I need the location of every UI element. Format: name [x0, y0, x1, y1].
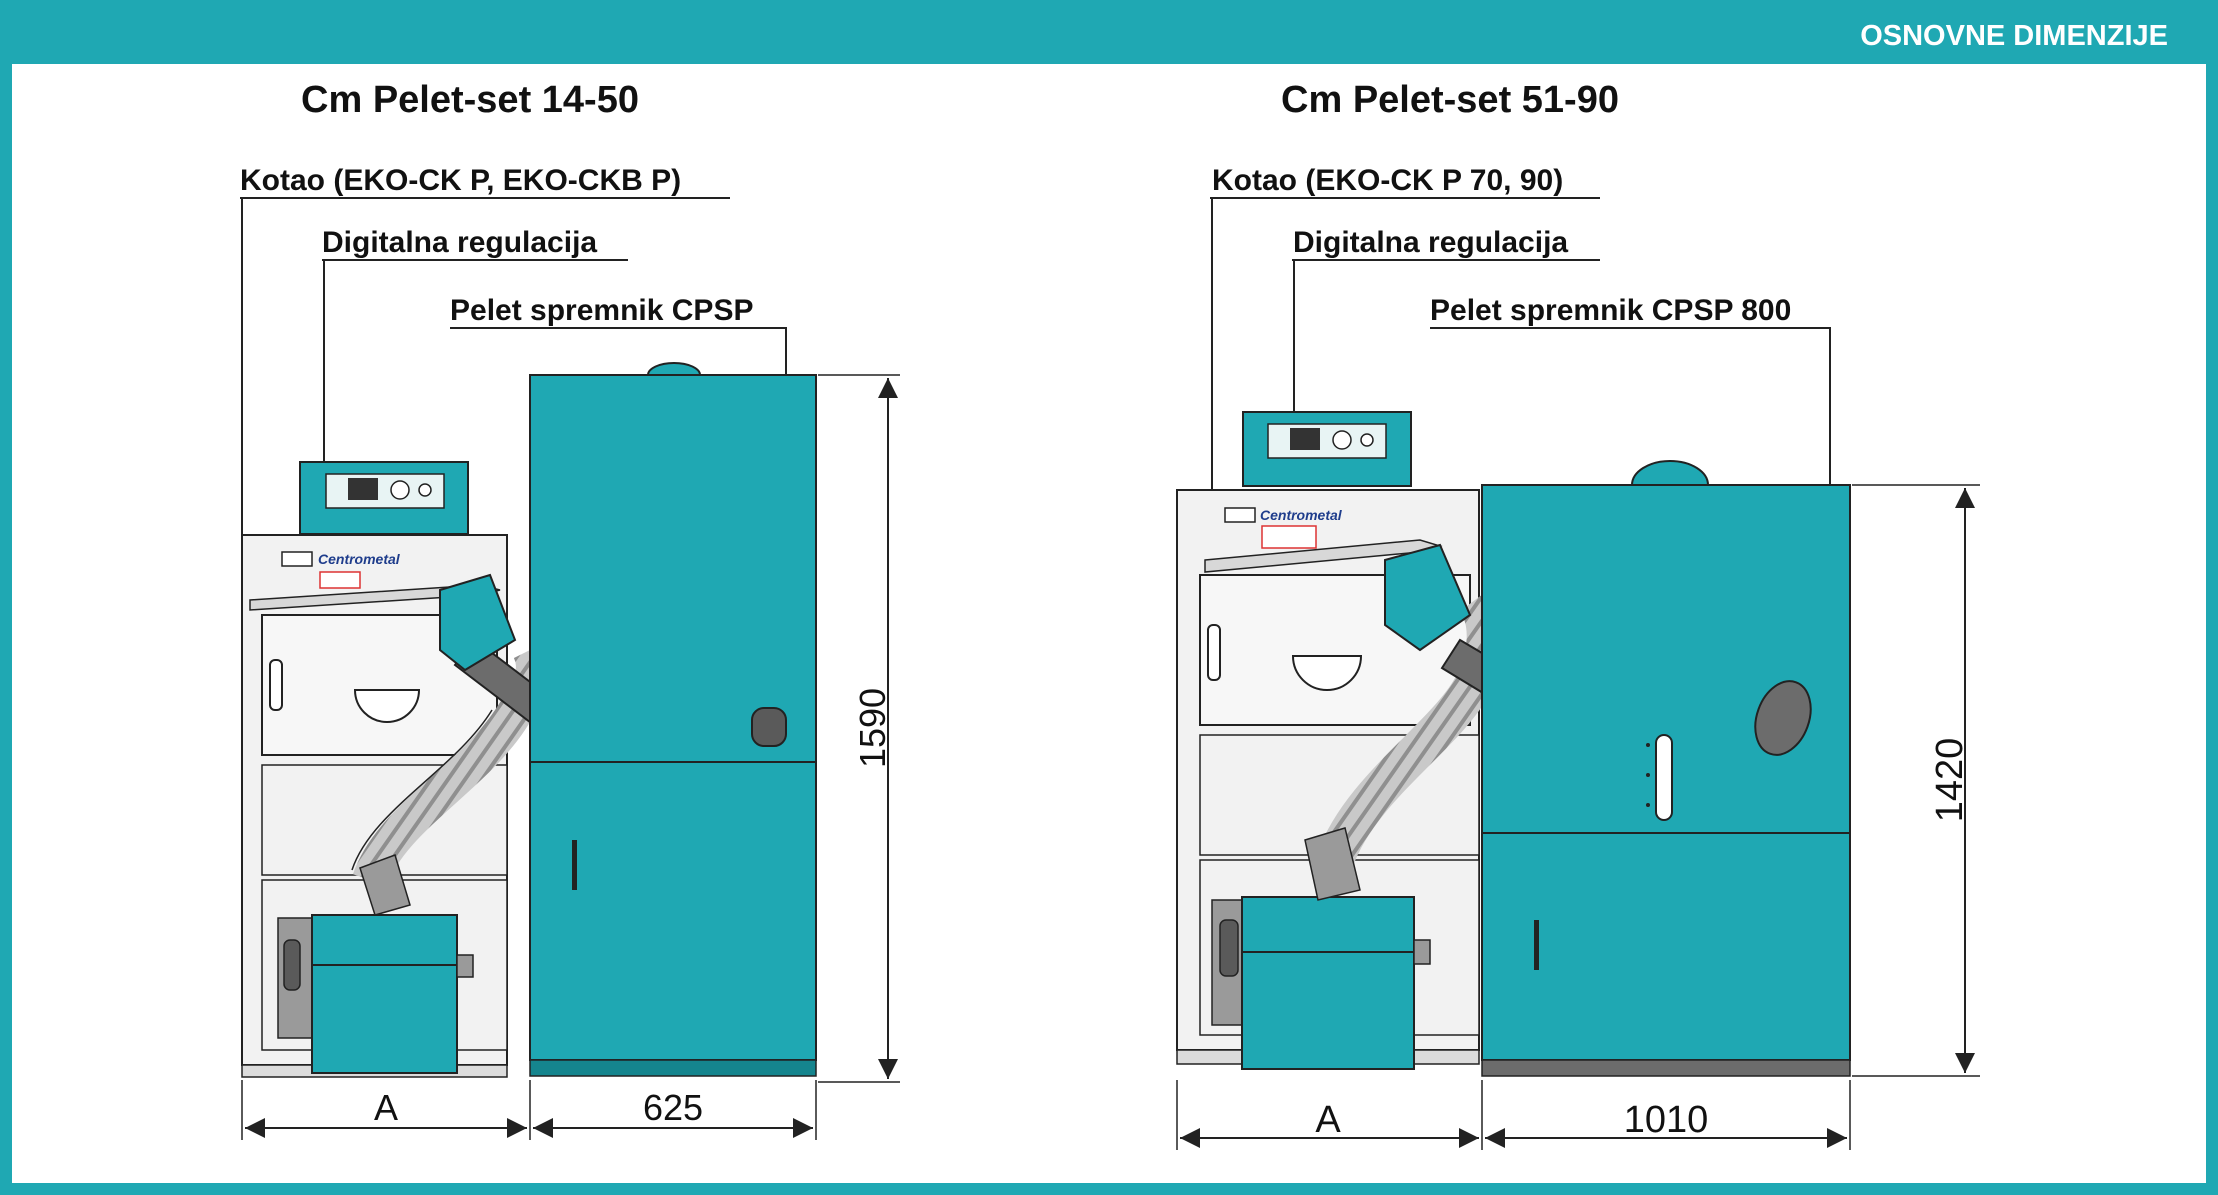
right-tank-base — [1481, 1059, 1851, 1077]
right-control-screen — [1290, 428, 1320, 450]
left-tank-lid — [646, 362, 702, 376]
left-control-knob — [390, 480, 410, 500]
left-brand: Centrometal — [318, 551, 401, 567]
left-hose-outline — [351, 709, 493, 871]
left-label-tank: Pelet spremnik CPSP — [450, 294, 753, 327]
right-set: Cm Pelet-set 51-90 Kotao (EKO-CK P 70, 9… — [1176, 79, 1980, 1150]
right-tank-level-dot-1 — [1646, 743, 1650, 747]
left-burner-connector — [456, 954, 474, 978]
left-door-handle — [269, 659, 283, 711]
left-label-boiler: Kotao (EKO-CK P, EKO-CKB P) — [240, 164, 681, 197]
right-tank-handle — [1534, 920, 1539, 970]
right-ash-handle — [1219, 919, 1239, 977]
right-leader-tank — [1430, 327, 1831, 485]
right-label-plate — [1261, 525, 1317, 549]
right-brand: Centrometal — [1260, 507, 1343, 523]
right-tank-level-dot-3 — [1646, 803, 1650, 807]
left-boiler-top-strip — [281, 551, 313, 567]
right-burner — [1241, 896, 1415, 1070]
left-label-regulation: Digitalna regulacija — [322, 226, 597, 259]
left-tank-window — [751, 707, 787, 747]
left-control-button — [418, 483, 432, 497]
right-tank-level-slot — [1655, 734, 1673, 821]
left-dim-height: 1590 — [852, 688, 893, 768]
right-tank-window — [1754, 680, 1812, 756]
left-burner — [311, 914, 458, 1074]
left-tank-handle — [572, 840, 577, 890]
right-label-tank: Pelet spremnik CPSP 800 — [1430, 294, 1791, 327]
right-dim-a: A — [1315, 1099, 1341, 1141]
right-label-regulation: Digitalna regulacija — [1293, 226, 1568, 259]
left-tank-base — [529, 1059, 817, 1077]
left-feeder-motor — [439, 573, 517, 672]
right-feeder-motor — [1384, 543, 1472, 652]
right-feed-funnel — [1304, 827, 1361, 901]
right-dim-height: 1420 — [1929, 738, 1971, 823]
left-dim-width: 625 — [643, 1087, 703, 1128]
right-tank-level-dot-2 — [1646, 773, 1650, 777]
left-ash-handle — [283, 939, 301, 991]
left-feed-funnel — [359, 854, 411, 916]
left-dim-a: A — [374, 1087, 398, 1128]
right-control-knob — [1332, 430, 1352, 450]
left-title: Cm Pelet-set 14-50 — [301, 79, 639, 121]
left-set: Cm Pelet-set 14-50 Kotao (EKO-CK P, EKO-… — [240, 79, 900, 1140]
right-burner-connector — [1413, 939, 1431, 965]
right-dim-width: 1010 — [1624, 1099, 1709, 1141]
right-door-handle — [1207, 624, 1221, 681]
right-door-gauge — [1291, 655, 1363, 691]
right-control-button — [1360, 433, 1374, 447]
left-control-screen — [348, 478, 378, 500]
right-tank-lid — [1630, 460, 1710, 486]
right-title: Cm Pelet-set 51-90 — [1281, 79, 1619, 121]
left-label-plate — [319, 571, 361, 589]
header-title: OSNOVNE DIMENZIJE — [1860, 20, 2168, 52]
right-label-boiler: Kotao (EKO-CK P 70, 90) — [1212, 164, 1563, 197]
left-door-gauge — [353, 689, 421, 723]
header-band — [0, 0, 2218, 64]
right-boiler-top-strip — [1224, 507, 1256, 523]
